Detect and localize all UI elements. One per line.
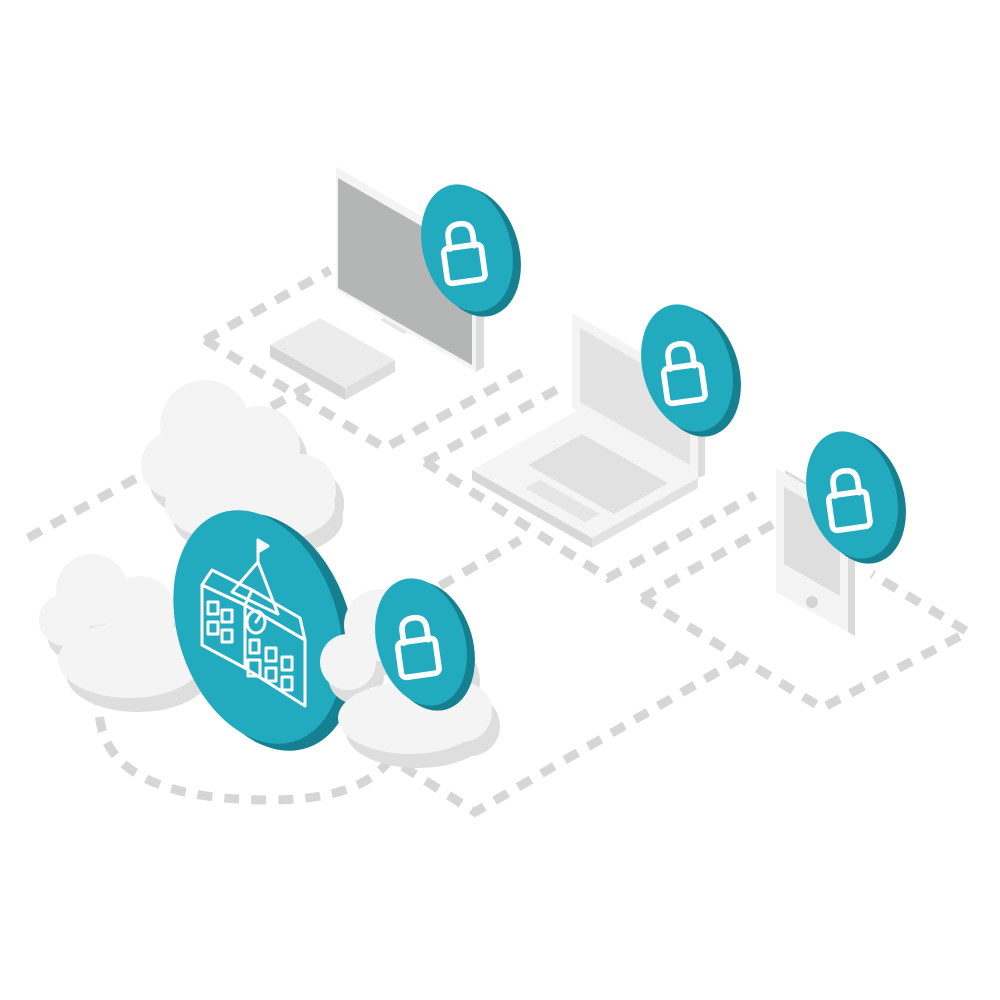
laptop-icon: [472, 313, 705, 548]
padlock-badge-cloud: [375, 578, 475, 711]
desktop-keyboard: [270, 318, 395, 388]
cloud-left: [39, 554, 210, 712]
padlock-badge-desktop: [421, 184, 521, 317]
tablet-home-button: [806, 596, 818, 608]
desktop-screen: [338, 178, 472, 365]
laptop-trackpad: [525, 480, 600, 522]
padlock-badge-laptop: [641, 304, 741, 437]
laptop-zone-outline: [422, 381, 758, 584]
school-building-icon: [200, 538, 307, 708]
connector-bottom: [377, 656, 741, 818]
laptop-keyboard: [528, 434, 668, 514]
laptop-screen: [580, 328, 690, 465]
connector-cloud: [437, 536, 523, 590]
padlock-badge-tablet: [806, 431, 906, 564]
desktop-zone-outline: [202, 266, 533, 454]
school-hub: [173, 510, 356, 751]
